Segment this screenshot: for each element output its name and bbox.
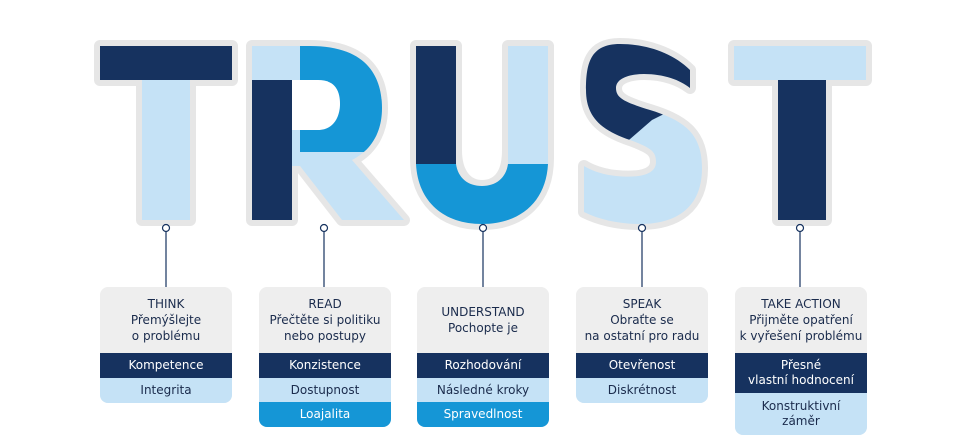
card-header: TAKE ACTION Přijměte opatření k vyřešení… [735, 287, 867, 353]
card-subtitle-line: Obraťte se [610, 313, 674, 327]
card-subtitle-line: k vyřešení problému [739, 329, 863, 343]
letter-t-think [100, 46, 232, 220]
value-row-line: Konstruktivní [761, 399, 841, 413]
card-subtitle-line: o problému [131, 329, 201, 343]
card-subtitle-line: Přijměte opatření [749, 313, 853, 327]
value-row: Kompetence [100, 353, 232, 378]
card-header: UNDERSTAND Pochopte je [417, 287, 549, 353]
card-speak: SPEAK Obraťte se na ostatní pro radu Ote… [576, 287, 708, 403]
card-heading: THINK [147, 297, 185, 311]
card-subtitle-line: na ostatní pro radu [584, 329, 700, 343]
letter-t-take-action [734, 46, 866, 220]
value-row: Diskrétnost [576, 378, 708, 403]
value-row-line: záměr [782, 414, 820, 428]
card-header: READ Přečtěte si politiku nebo postupy [259, 287, 391, 353]
card-subtitle-line: Pochopte je [448, 321, 518, 335]
value-row-line: Přesné [780, 358, 822, 372]
value-row: Spravedlnost [417, 402, 549, 427]
letter-u-understand [416, 46, 548, 224]
value-row: Konzistence [259, 353, 391, 378]
card-heading: READ [308, 297, 342, 311]
card-header: THINK Přemýšlejte o problému [100, 287, 232, 353]
card-think: THINK Přemýšlejte o problému Kompetence … [100, 287, 232, 403]
card-subtitle-line: Přemýšlejte [130, 313, 202, 327]
card-understand: UNDERSTAND Pochopte je Rozhodování Násle… [417, 287, 549, 427]
card-header: SPEAK Obraťte se na ostatní pro radu [576, 287, 708, 353]
value-row: Dostupnost [259, 378, 391, 402]
card-subtitle-line: nebo postupy [283, 329, 366, 343]
value-row: Integrita [100, 378, 232, 403]
value-row-line: vlastní hodnocení [748, 373, 854, 387]
card-heading: SPEAK [622, 297, 662, 311]
value-row: Loajalita [259, 402, 391, 427]
card-heading: UNDERSTAND [441, 305, 525, 319]
value-row: Rozhodování [417, 353, 549, 378]
value-row: Následné kroky [417, 378, 549, 402]
card-take-action: TAKE ACTION Přijměte opatření k vyřešení… [735, 287, 867, 435]
card-heading: TAKE ACTION [761, 297, 841, 311]
card-subtitle-line: Přečtěte si politiku [269, 313, 381, 327]
value-row: Otevřenost [576, 353, 708, 378]
card-read: READ Přečtěte si politiku nebo postupy K… [259, 287, 391, 427]
